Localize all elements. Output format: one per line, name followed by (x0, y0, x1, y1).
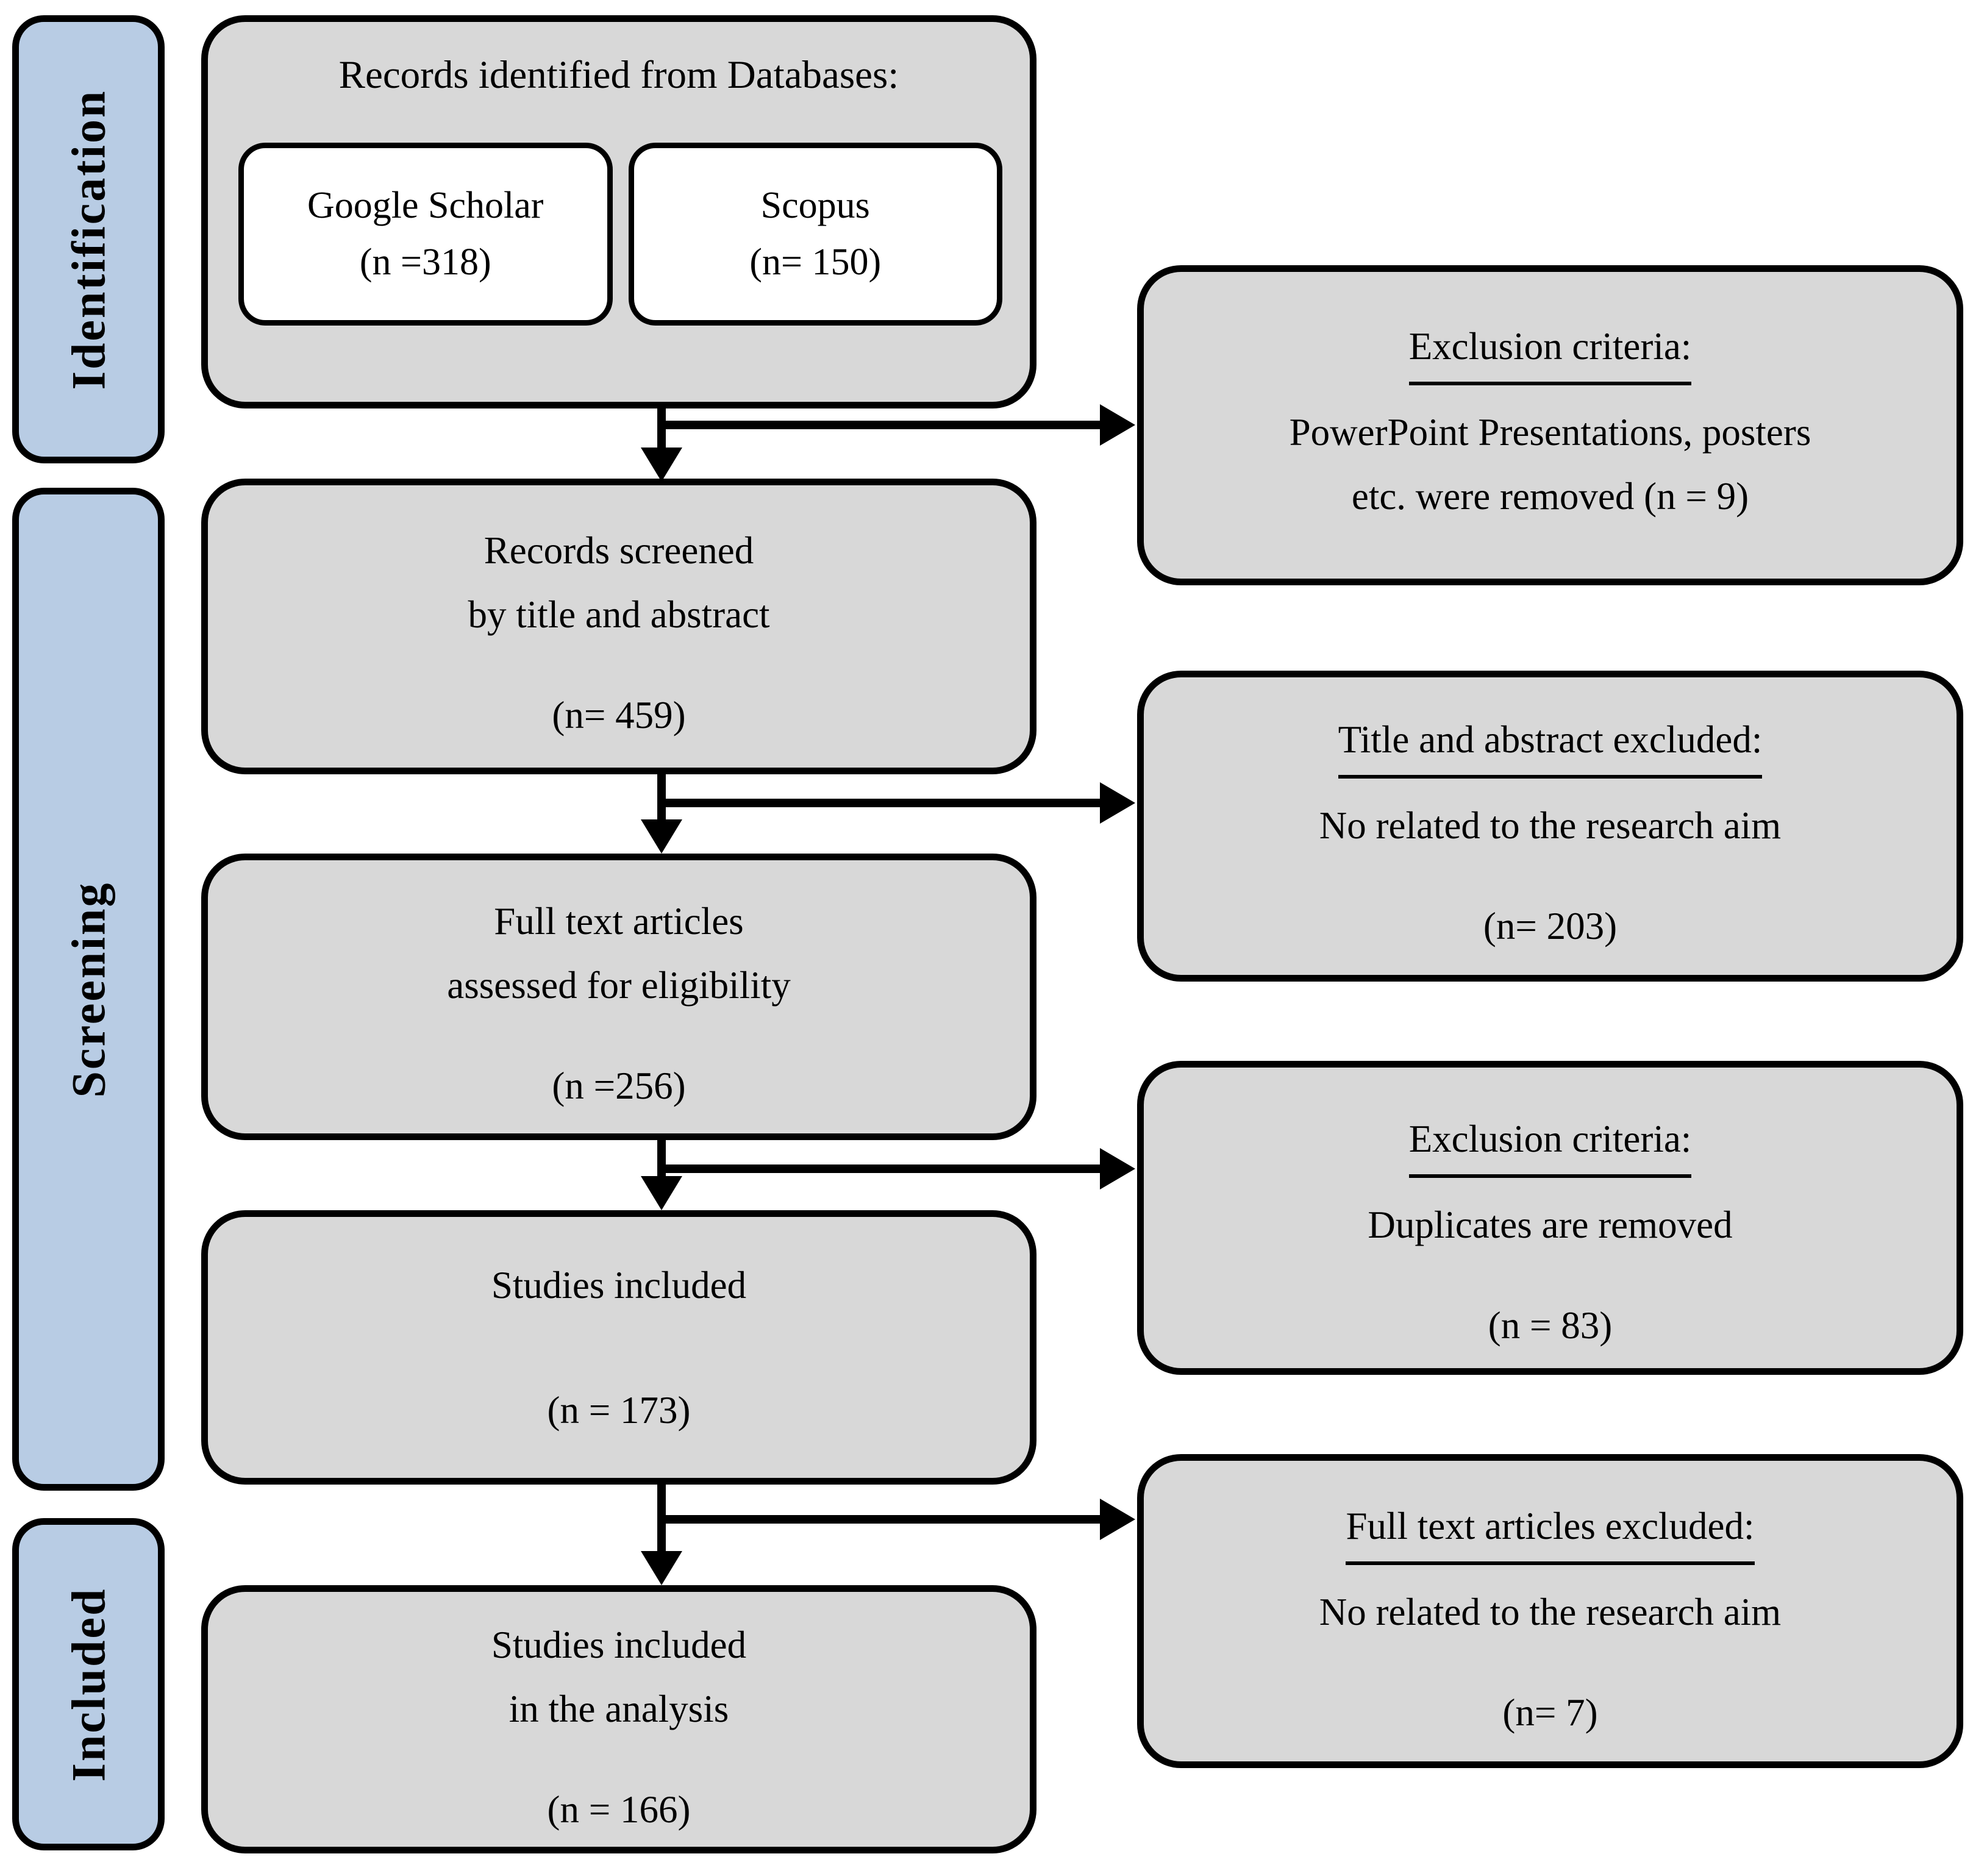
studies-included-box: Studies included (n = 173) (201, 1210, 1036, 1485)
exclusion3-count: (n = 83) (1488, 1304, 1613, 1347)
right-arrow-icon (1100, 404, 1135, 446)
studies-in-analysis-box: Studies included in the analysis (n = 16… (201, 1585, 1036, 1853)
down-arrow-icon (641, 448, 682, 482)
down-arrow-icon (641, 1176, 682, 1210)
records-screened-line2: by title and abstract (468, 593, 770, 636)
connector-line (657, 770, 666, 822)
stage-identification: Identification (12, 15, 165, 463)
branch-line (657, 799, 1102, 807)
google-scholar-box: Google Scholar (n =318) (238, 143, 613, 326)
stage-screening: Screening (12, 488, 165, 1491)
title-abstract-excluded-box: Title and abstract excluded: No related … (1137, 671, 1963, 982)
exclusion1-heading: Exclusion criteria: (1408, 315, 1692, 385)
exclusion1-heading-line: Exclusion criteria: (1144, 315, 1957, 385)
stage-included: Included (12, 1518, 165, 1850)
exclusion4-line1: No related to the research aim (1319, 1591, 1782, 1633)
exclusion3-heading-line: Exclusion criteria: (1144, 1107, 1957, 1178)
fulltext-assessed-count: (n =256) (552, 1065, 686, 1107)
records-screened-count: (n= 459) (552, 694, 686, 736)
exclusion4-count: (n= 7) (1502, 1691, 1598, 1734)
exclusion2-heading-line: Title and abstract excluded: (1144, 708, 1957, 779)
scopus-label: Scopus (760, 185, 870, 226)
scopus-box: Scopus (n= 150) (628, 143, 1002, 326)
branch-line (657, 1515, 1102, 1524)
branch-line (657, 421, 1102, 429)
right-arrow-icon (1100, 1499, 1135, 1540)
exclusion1-line2: etc. were removed (n = 9) (1351, 475, 1749, 518)
exclusion2-line1: No related to the research aim (1319, 804, 1782, 847)
fulltext-excluded-box: Full text articles excluded: No related … (1137, 1454, 1963, 1768)
exclusion3-heading: Exclusion criteria: (1408, 1107, 1692, 1178)
branch-line (657, 1164, 1102, 1173)
records-identified-box: Records identified from Databases: Googl… (201, 15, 1036, 408)
fulltext-assessed-line1: Full text articles (494, 900, 744, 943)
fulltext-assessed-box: Full text articles assessed for eligibil… (201, 854, 1036, 1140)
exclusion2-count: (n= 203) (1483, 905, 1618, 947)
right-arrow-icon (1100, 1148, 1135, 1189)
stage-screening-label: Screening (62, 881, 115, 1097)
exclusion4-heading-line: Full text articles excluded: (1144, 1494, 1957, 1565)
exclusion-criteria-box-1: Exclusion criteria: PowerPoint Presentat… (1137, 265, 1963, 585)
exclusion-criteria-box-2: Exclusion criteria: Duplicates are remov… (1137, 1061, 1963, 1375)
records-identified-title: Records identified from Databases: (338, 53, 899, 97)
studies-in-analysis-line2: in the analysis (508, 1688, 729, 1730)
database-sources-row: Google Scholar (n =318) Scopus (n= 150) (208, 143, 1030, 326)
fulltext-assessed-line2: assessed for eligibility (447, 964, 791, 1007)
down-arrow-icon (641, 1551, 682, 1585)
studies-included-line1: Studies included (491, 1264, 747, 1307)
records-screened-line1: Records screened (483, 529, 754, 572)
records-screened-box: Records screened by title and abstract (… (201, 479, 1036, 774)
scopus-count: (n= 150) (749, 241, 882, 283)
google-scholar-label: Google Scholar (307, 185, 544, 226)
studies-in-analysis-line1: Studies included (491, 1624, 747, 1666)
exclusion3-line1: Duplicates are removed (1368, 1204, 1733, 1246)
exclusion2-heading: Title and abstract excluded: (1338, 708, 1763, 779)
exclusion1-line1: PowerPoint Presentations, posters (1289, 411, 1811, 454)
google-scholar-count: (n =318) (359, 241, 491, 283)
right-arrow-icon (1100, 782, 1135, 824)
exclusion4-heading: Full text articles excluded: (1346, 1494, 1755, 1565)
studies-included-count: (n = 173) (547, 1389, 691, 1432)
stage-included-label: Included (62, 1587, 115, 1781)
stage-identification-label: Identification (62, 89, 115, 390)
studies-in-analysis-count: (n = 166) (547, 1788, 691, 1831)
down-arrow-icon (641, 819, 682, 854)
